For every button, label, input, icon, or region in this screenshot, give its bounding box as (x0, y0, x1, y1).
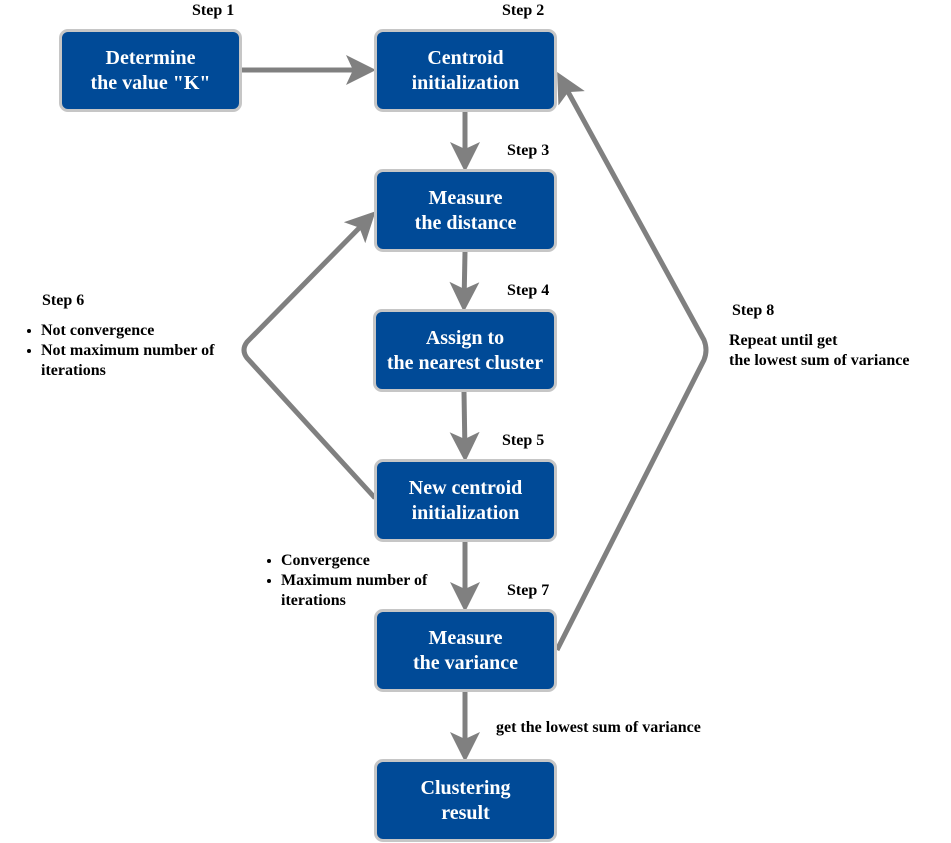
step6-label: Step 6 (42, 292, 85, 309)
arrow-step4-to-step5 (449, 391, 480, 462)
step8-label: Step 8 (732, 302, 775, 319)
step1-label: Step 1 (192, 2, 235, 19)
step4-label: Step 4 (507, 282, 550, 299)
final-note: get the lowest sum of variance (496, 719, 701, 736)
step2-line1: Centroid (427, 46, 504, 69)
arrow-step3-to-step4 (449, 251, 480, 312)
step6-condition-2: Not maximum number of (25, 341, 214, 361)
step5-label: Step 5 (502, 432, 545, 449)
step7-box: Measure the variance (374, 609, 557, 692)
step7-line2: the variance (413, 651, 518, 674)
step3-label: Step 3 (507, 142, 550, 159)
step4-line2: the nearest cluster (386, 351, 544, 374)
step7-condition-2-continued: iterations (281, 592, 346, 609)
step6-condition-2-continued: iterations (41, 362, 106, 379)
step5-line2: initialization (411, 501, 520, 524)
step7-condition-1: Convergence (265, 551, 427, 571)
step1-line1: Determine (105, 46, 196, 69)
step1-line2: the value "K" (90, 71, 211, 94)
step3-line2: the distance (414, 211, 517, 234)
result-line2: result (441, 801, 490, 824)
step7-conditions-list: Convergence Maximum number of (265, 551, 427, 591)
step6-conditions-list: Not convergence Not maximum number of (25, 321, 214, 361)
step8-note-line2: the lowest sum of variance (729, 352, 910, 369)
step1-box: Determine the value "K" (59, 29, 242, 112)
step3-line1: Measure (428, 186, 503, 209)
arrow-step8-loop (554, 71, 709, 652)
arrow-step6-loop (241, 211, 377, 500)
step4-line1: Assign to (425, 326, 505, 349)
step4-box: Assign to the nearest cluster (373, 309, 557, 392)
step7-line1: Measure (428, 626, 503, 649)
step6-condition-1: Not convergence (25, 321, 214, 341)
step7-label: Step 7 (507, 582, 550, 599)
step3-box: Measure the distance (374, 169, 557, 252)
step8-note-line1: Repeat until get (729, 332, 838, 349)
step7-condition-2: Maximum number of (265, 571, 427, 591)
result-box: Clustering result (374, 759, 557, 842)
step5-box: New centroid initialization (374, 459, 557, 542)
step2-line2: initialization (411, 71, 520, 94)
step5-line1: New centroid (408, 476, 523, 499)
result-line1: Clustering (420, 776, 511, 799)
step2-label: Step 2 (502, 2, 545, 19)
step2-box: Centroid initialization (374, 29, 557, 112)
